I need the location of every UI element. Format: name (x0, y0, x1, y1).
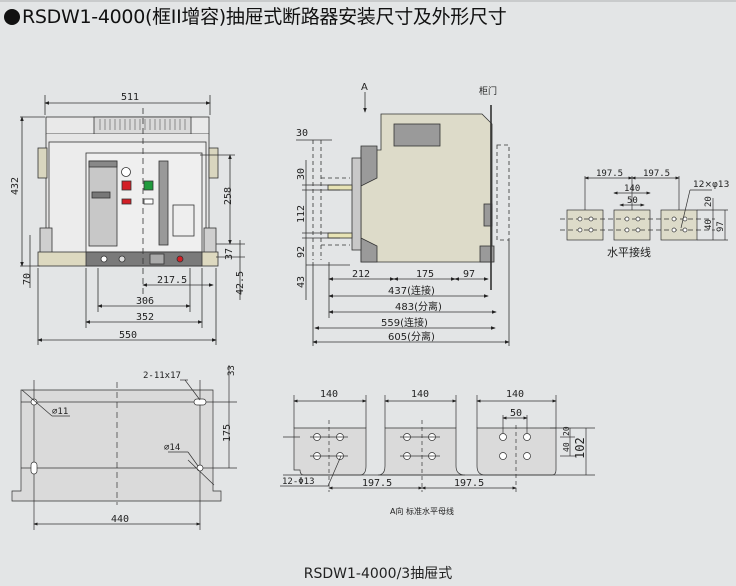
side-view (296, 92, 510, 346)
dim-140: 140 (624, 184, 640, 194)
door-label: 柜门 (479, 85, 497, 97)
dim-42-5: 42.5 (235, 271, 246, 295)
dim-50: 50 (627, 196, 638, 206)
dim-140-a: 140 (320, 389, 338, 400)
dim-37: 37 (224, 248, 235, 260)
dim-306: 306 (136, 296, 154, 307)
dim-140-b: 140 (411, 389, 429, 400)
dim-92: 92 (296, 246, 307, 258)
busbar-view-label: A向 标准水平母线 (390, 506, 454, 516)
dim-197-5-b: 197.5 (643, 169, 670, 179)
dim-217-5: 217.5 (157, 275, 187, 286)
control-strip (85, 251, 203, 267)
dim-175: 175 (222, 424, 233, 442)
indicator-circle (121, 167, 131, 177)
horizontal-wiring-view (560, 176, 728, 241)
dim-440: 440 (111, 514, 129, 525)
dim-102: 102 (573, 437, 587, 459)
dim-140-c: 140 (506, 389, 524, 400)
dim-559: 559(连接) (381, 316, 428, 329)
bullet-icon (4, 9, 20, 25)
dim-20: 20 (562, 426, 571, 436)
dim-175: 175 (416, 269, 434, 280)
on-button (143, 180, 154, 191)
busbar-view (280, 395, 595, 492)
holes-label: 12×φ13 (693, 180, 729, 190)
drawing-caption: RSDW1-4000/3抽屉式 (303, 566, 453, 582)
slot-label: 2-11x17 (143, 371, 181, 381)
dim-97: 97 (463, 269, 475, 280)
dim-40: 40 (562, 442, 571, 452)
dim-112: 112 (296, 205, 307, 223)
dim-197-5-a: 197.5 (362, 478, 392, 489)
slot-bar (158, 160, 169, 246)
hole14-label: ⌀14 (164, 443, 180, 453)
page-title-text: RSDW1-4000(框II增容)抽屉式断路器安装尺寸及外形尺寸 (22, 6, 507, 28)
dim-511: 511 (121, 92, 139, 103)
dim-483: 483(分离) (395, 300, 442, 313)
breaker-body (360, 113, 493, 263)
front-view (20, 95, 245, 345)
view-a-label: A (361, 82, 368, 93)
dim-212: 212 (352, 269, 370, 280)
dim-197-5-b: 197.5 (454, 478, 484, 489)
dim-550: 550 (119, 330, 137, 341)
top-border (0, 0, 736, 2)
dim-20: 20 (704, 196, 714, 207)
dim-50: 50 (510, 408, 522, 419)
dim-43: 43 (296, 276, 307, 288)
dim-30: 30 (296, 168, 307, 180)
dim-352: 352 (136, 312, 154, 323)
dim-33: 33 (227, 365, 237, 376)
page-title: RSDW1-4000(框II增容)抽屉式断路器安装尺寸及外形尺寸 (4, 2, 507, 29)
handle-panel (88, 160, 118, 247)
horizontal-wiring-label: 水平接线 (607, 245, 651, 259)
dim-97: 97 (716, 221, 726, 232)
dim-197-5-a: 197.5 (596, 169, 623, 179)
dim-437: 437(连接) (388, 284, 435, 297)
dim-258: 258 (223, 187, 234, 205)
dim-30-top: 30 (296, 128, 308, 139)
mounting-view (11, 365, 237, 530)
nameplate (393, 123, 441, 147)
dim-40: 40 (704, 219, 714, 230)
off-button (121, 180, 132, 191)
hole11-label: ⌀11 (52, 407, 68, 417)
dim-70: 70 (22, 273, 33, 285)
dim-605: 605(分离) (388, 330, 435, 343)
dim-432: 432 (10, 177, 21, 195)
holes-label: 12-Φ13 (282, 477, 315, 487)
